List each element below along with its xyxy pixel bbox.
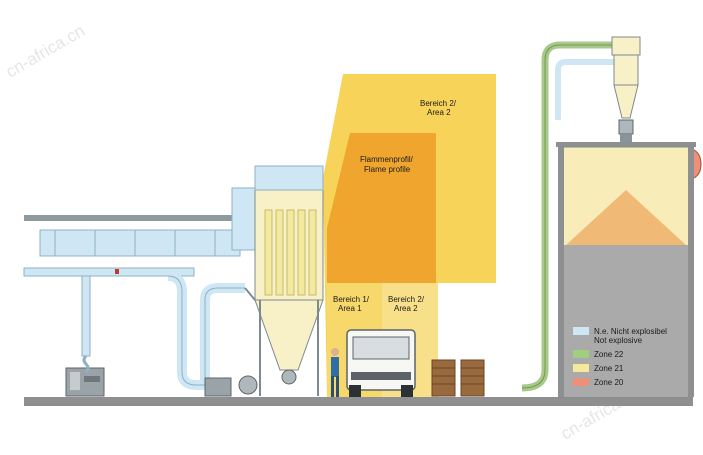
lower-pipe [23, 267, 195, 277]
legend-swatch-zone21 [573, 364, 589, 372]
cyclone-body [613, 54, 639, 86]
filter-top [254, 165, 324, 191]
legend-label-zone20: Zone 20 [594, 378, 624, 387]
legend: N.e. Nicht explosibel Not explosive Zone… [573, 327, 667, 387]
watermark-top: cn-africa.cn [3, 21, 89, 81]
pallets [431, 359, 485, 397]
filter-hopper [254, 299, 324, 371]
legend-swatch-zone20 [573, 378, 589, 386]
filter-inlet [231, 187, 258, 251]
cyclone-support [620, 134, 632, 144]
blower [204, 377, 232, 397]
main-duct [39, 229, 241, 257]
cyclone-top [611, 36, 641, 56]
cyclone-cone [613, 84, 639, 119]
legend-swatch-not-explosive [573, 327, 589, 335]
label-area1-1: Bereich 1/ [333, 295, 370, 304]
curved-pipe-2 [200, 283, 245, 380]
legend-label-zone21: Zone 21 [594, 364, 624, 373]
legend-label-not-explosive-1: N.e. Nicht explosibel [594, 327, 667, 336]
label-area2-lower-1: Bereich 2/ [388, 295, 425, 304]
fan-left [238, 375, 258, 395]
left-machine-hose [82, 354, 90, 374]
flame-profile-zone [327, 133, 436, 283]
label-flame-2: Flame profile [364, 165, 411, 174]
legend-label-not-explosive-2: Not explosive [594, 336, 643, 345]
silo-wall-right [688, 147, 694, 397]
ground-line [24, 397, 693, 406]
label-area2-top-1: Bereich 2/ [420, 99, 457, 108]
silo-product [566, 190, 686, 245]
label-flame-1: Flammenprofil/ [360, 155, 414, 164]
silo-roof [556, 142, 696, 147]
label-area1-2: Area 1 [338, 304, 362, 313]
legend-swatch-zone22 [573, 350, 589, 358]
label-area2-top-2: Area 2 [427, 108, 451, 117]
silo-vent [693, 149, 702, 179]
label-area2-lower-2: Area 2 [394, 304, 418, 313]
truck-icon [346, 329, 416, 397]
upper-beam [24, 215, 240, 221]
vertical-pipe-left [81, 275, 91, 357]
return-pipe [555, 59, 620, 120]
cyclone-valve [618, 119, 634, 135]
person-icon [331, 348, 339, 397]
red-marker [115, 269, 119, 274]
legend-label-zone22: Zone 22 [594, 350, 624, 359]
filter-bags [264, 209, 317, 296]
silo-fill [564, 245, 688, 397]
silo-wall-left [558, 147, 564, 397]
filter-valve [281, 369, 297, 385]
